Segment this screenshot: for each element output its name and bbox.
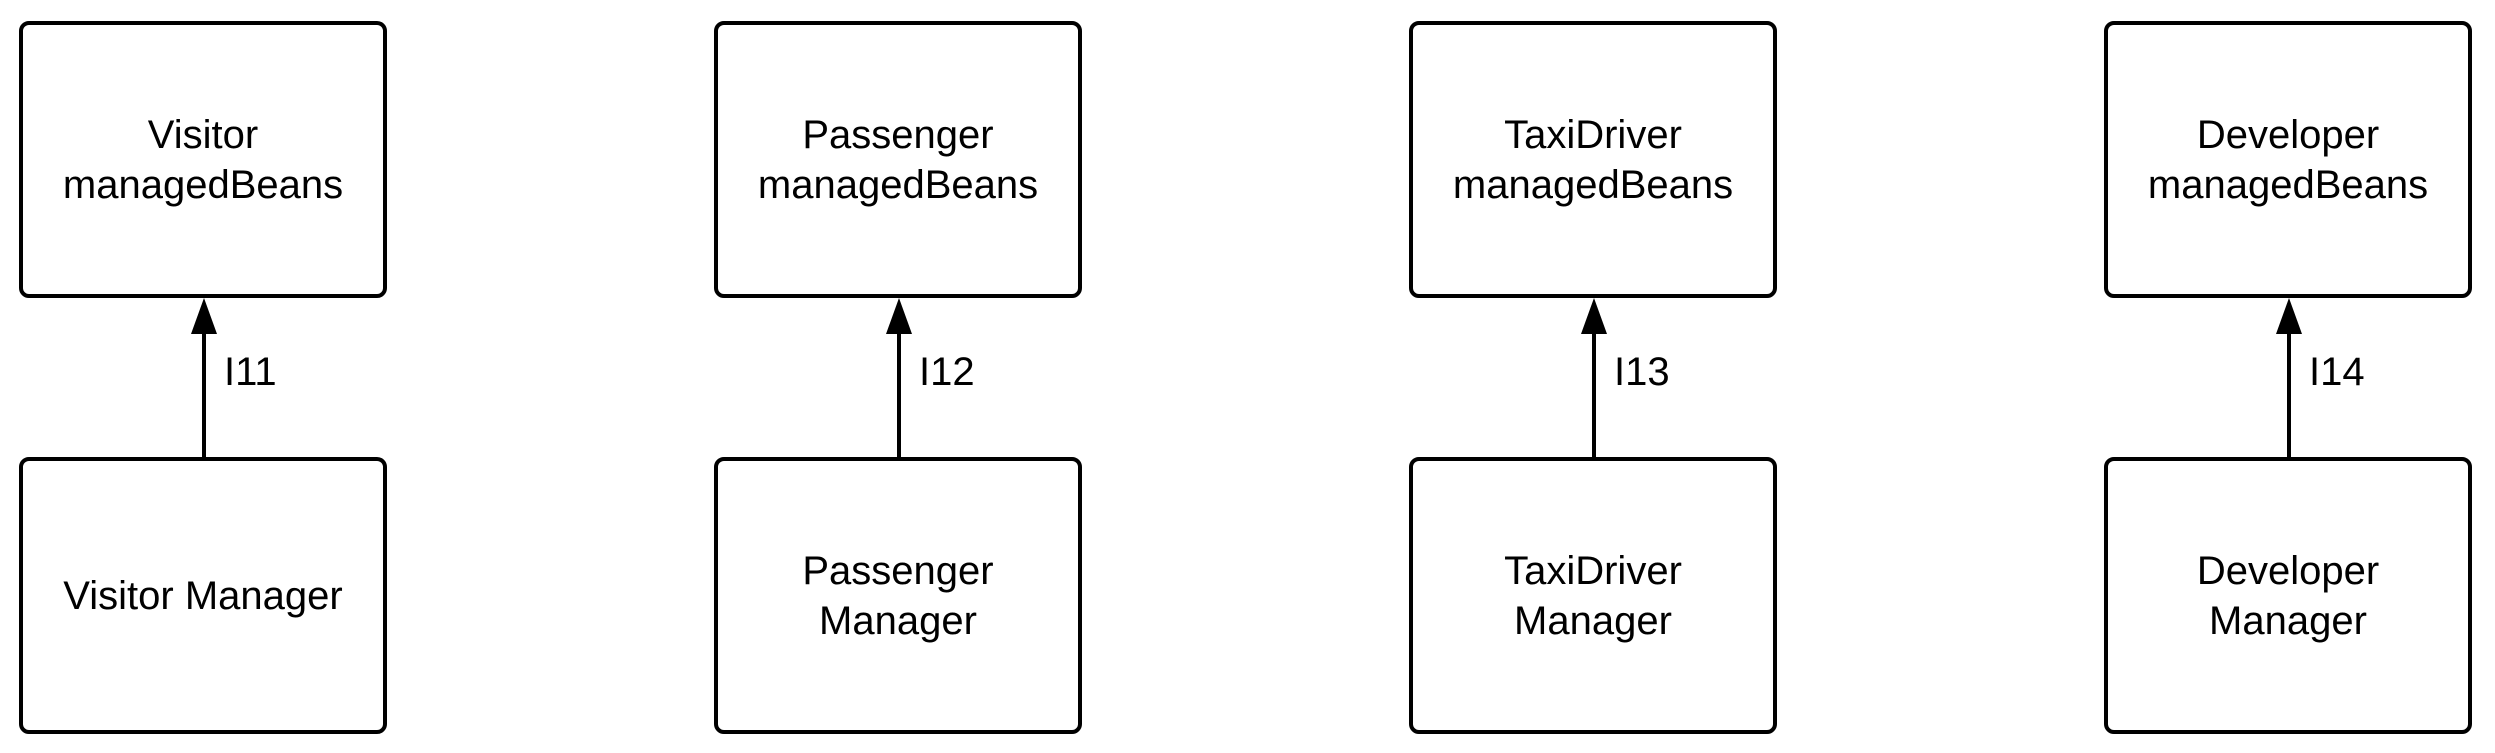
visitor-manager-label: Visitor Manager [63, 573, 343, 618]
arrowhead-taxidriver [1581, 298, 1607, 334]
visitor-managedbeans-label: Visitor managedBeans [62, 112, 344, 207]
interface-label-i13: I13 [1614, 350, 1670, 394]
arrowhead-developer [2276, 298, 2302, 334]
interface-label-i14: I14 [2309, 350, 2365, 394]
taxidriver-managedbeans-box: TaxiDriver managedBeans [1409, 21, 1777, 298]
taxidriver-manager-box: TaxiDriver Manager [1409, 457, 1777, 734]
taxidriver-managedbeans-label: TaxiDriver managedBeans [1452, 112, 1734, 207]
developer-managedbeans-box: Developer managedBeans [2104, 21, 2472, 298]
arrowhead-passenger [886, 298, 912, 334]
visitor-manager-box: Visitor Manager [19, 457, 387, 734]
developer-manager-box: Developer Manager [2104, 457, 2472, 734]
taxidriver-manager-label: TaxiDriver Manager [1504, 548, 1682, 643]
arrowhead-visitor [191, 298, 217, 334]
developer-managedbeans-label: Developer managedBeans [2147, 112, 2429, 207]
interface-label-i12: I12 [919, 350, 975, 394]
visitor-managedbeans-box: Visitor managedBeans [19, 21, 387, 298]
passenger-managedbeans-label: Passenger managedBeans [757, 112, 1039, 207]
passenger-manager-label: Passenger Manager [802, 548, 994, 643]
interface-label-i11: I11 [224, 350, 277, 394]
developer-manager-label: Developer Manager [2196, 548, 2380, 643]
passenger-managedbeans-box: Passenger managedBeans [714, 21, 1082, 298]
passenger-manager-box: Passenger Manager [714, 457, 1082, 734]
